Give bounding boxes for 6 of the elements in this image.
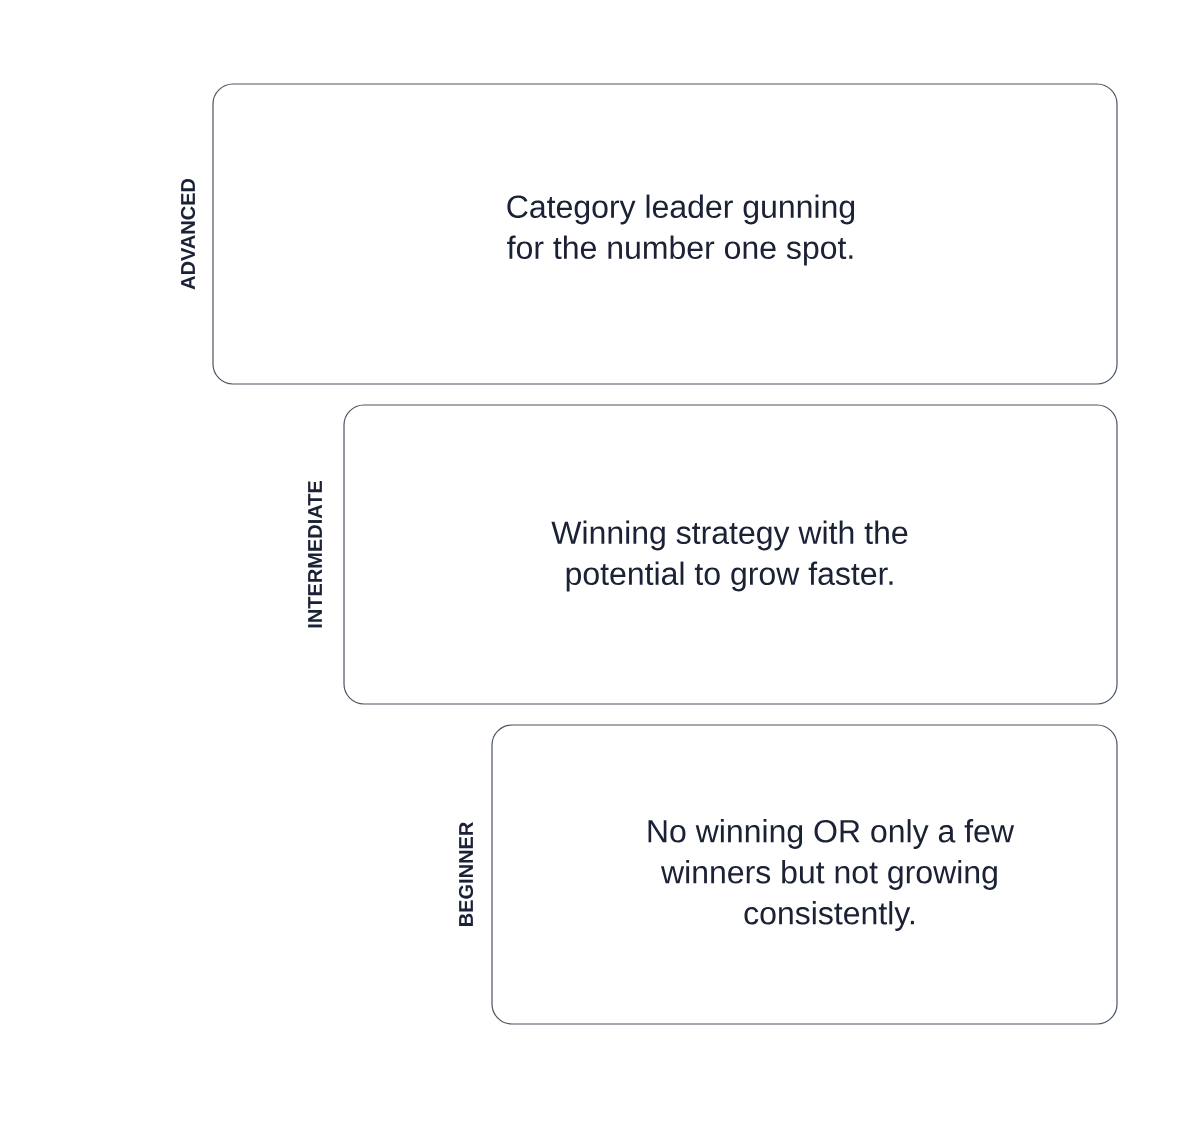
level-label: BEGINNER	[458, 822, 474, 926]
text-box: No winning OR only a few winners but not growing consistently.	[491, 724, 1118, 1025]
level-label: ADVANCED	[180, 178, 196, 290]
text-box: Category leader gunning for the number one spot.	[212, 83, 1118, 385]
level-label: INTERMEDIATE	[308, 481, 322, 628]
text-box: Winning strategy with the potential to grow faster.	[343, 404, 1118, 705]
